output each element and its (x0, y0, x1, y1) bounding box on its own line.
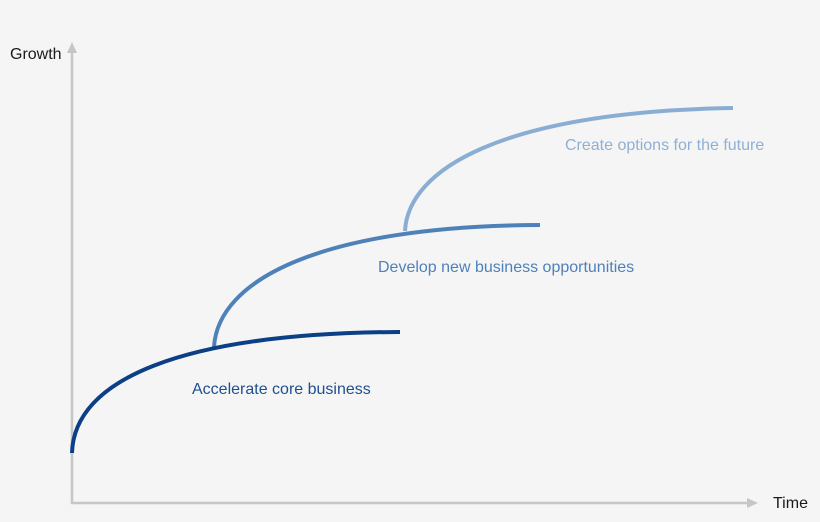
curve-create-options (403, 106, 734, 232)
x-axis (71, 498, 758, 508)
y-axis (67, 42, 77, 503)
label-develop-new-business: Develop new business opportunities (378, 259, 635, 276)
label-create-options: Create options for the future (565, 137, 765, 154)
curve-develop-new-business (212, 223, 541, 348)
x-axis-arrow-icon (747, 498, 758, 508)
x-axis-label: Time (773, 495, 808, 512)
label-accelerate-core: Accelerate core business (192, 381, 371, 398)
y-axis-label: Growth (10, 46, 62, 63)
curve-accelerate-core (70, 330, 401, 454)
y-axis-arrow-icon (67, 42, 77, 53)
